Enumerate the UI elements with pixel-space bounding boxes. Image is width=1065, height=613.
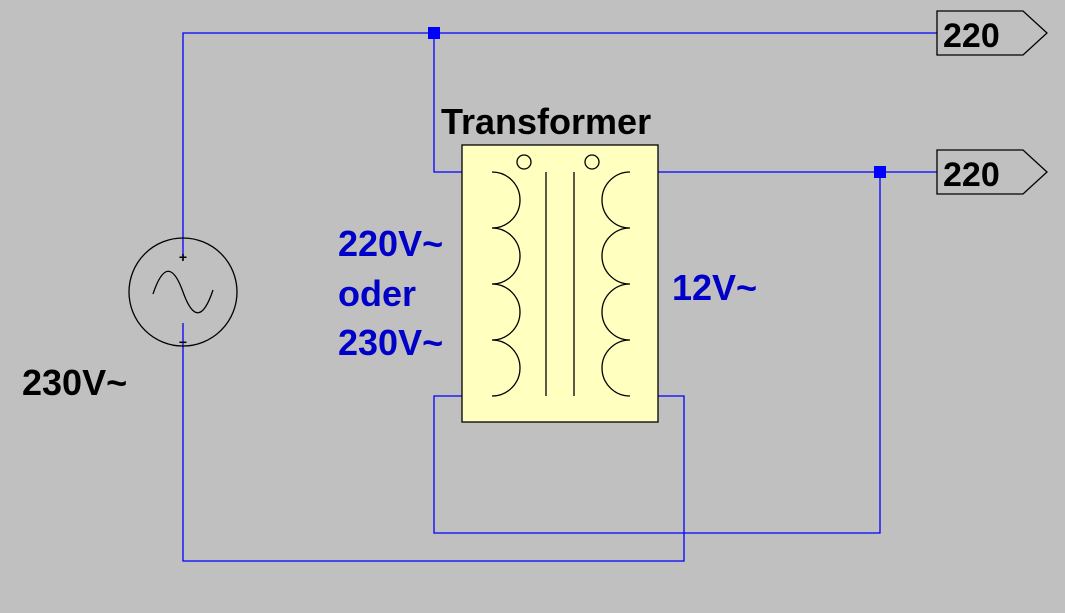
junction-dot-secondary bbox=[874, 166, 886, 178]
ac-voltage-source[interactable]: + − bbox=[128, 237, 238, 350]
secondary-winding bbox=[601, 171, 631, 397]
primary-voltage-line-2: oder bbox=[338, 273, 416, 314]
port-label-2: 220 bbox=[943, 156, 1000, 194]
transformer-symbol[interactable] bbox=[461, 144, 659, 423]
output-port-1[interactable]: 220 bbox=[936, 10, 1048, 56]
wire-top bbox=[182, 32, 937, 261]
secondary-dot-marker bbox=[584, 154, 600, 170]
port-label-1: 220 bbox=[943, 17, 1000, 55]
source-plus-sign: + bbox=[179, 249, 187, 265]
transformer-title: Transformer bbox=[441, 101, 651, 142]
source-minus-sign: − bbox=[179, 334, 187, 350]
primary-dot-marker bbox=[516, 154, 532, 170]
wire-secondary-return bbox=[433, 172, 881, 534]
wire-bottom-return bbox=[182, 323, 685, 562]
primary-voltage-line-3: 230V~ bbox=[338, 322, 443, 363]
wires bbox=[182, 32, 937, 562]
primary-winding bbox=[491, 171, 521, 397]
secondary-voltage-label: 12V~ bbox=[672, 267, 757, 308]
output-port-2[interactable]: 220 bbox=[936, 149, 1048, 195]
junction-dot-top bbox=[428, 27, 440, 39]
source-voltage-label: 230V~ bbox=[22, 362, 127, 403]
primary-voltage-line-1: 220V~ bbox=[338, 223, 443, 264]
